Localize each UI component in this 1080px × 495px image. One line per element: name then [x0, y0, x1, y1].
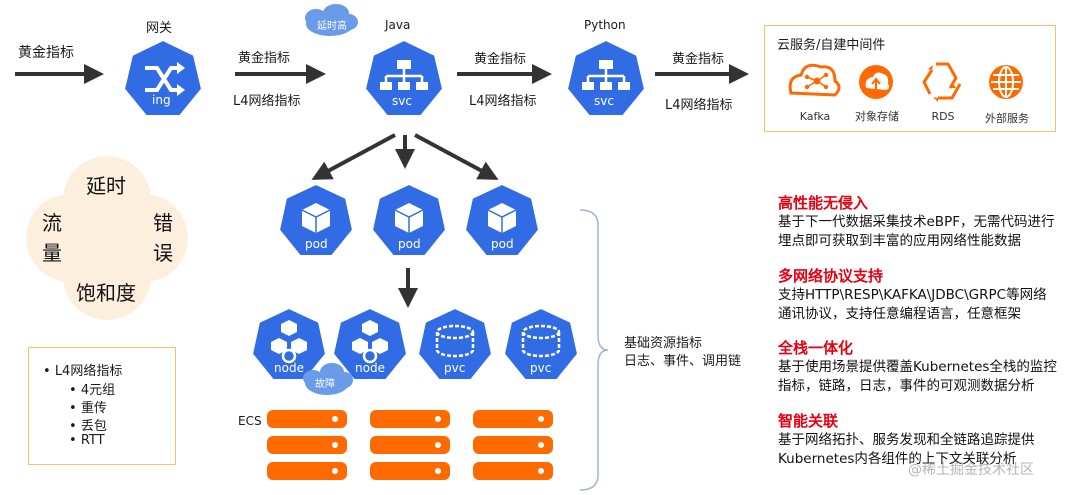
- node-icon-2: [331, 306, 409, 381]
- ecs-server-stack-1: [267, 410, 347, 480]
- object-storage-icon: [859, 65, 893, 99]
- l4-box-title: • L4网络指标: [43, 364, 123, 379]
- feature-1: 高性能无侵入 基于下一代数据采集技术eBPF，无需代码进行 埋点即可获取到丰富的…: [778, 192, 1078, 251]
- fault-badge-text: 故障: [315, 379, 335, 390]
- object-storage-label: 对象存储: [855, 110, 899, 123]
- ecs-label: ECS: [238, 414, 262, 428]
- rds-label: RDS: [931, 110, 955, 123]
- venn-traffic-1: 流: [42, 211, 62, 235]
- node-label-1: node: [274, 361, 304, 375]
- l4-item: • 重传: [69, 401, 107, 416]
- feature-desc-line2: 埋点即可获取到丰富的应用网络性能数据: [778, 233, 1021, 249]
- feature-desc-line2: 通讯协议，支持任意编程语言，任意框架: [778, 306, 1021, 322]
- python-title: Python: [584, 18, 626, 32]
- feature-title: 多网络协议支持: [778, 267, 884, 285]
- venn-diagram: [26, 156, 188, 320]
- pod-label-3: pod: [491, 237, 514, 251]
- feature-title: 高性能无侵入: [778, 194, 869, 212]
- l4-item: • 4元组: [69, 383, 116, 398]
- arrow1-top-label: 黄金指标: [238, 51, 291, 66]
- pod-icon-2: [370, 182, 448, 257]
- node-icon-1: [250, 306, 328, 381]
- pvc-label-1: pvc: [444, 361, 466, 375]
- feature-desc-line2: Kubernetes内各组件的上下文关联分析: [778, 451, 1017, 467]
- feature-desc-line1: 基于下一代数据采集技术eBPF，无需代码进行: [778, 214, 1055, 230]
- java-icon-text: svc: [392, 94, 412, 108]
- right-brace: [579, 209, 609, 491]
- pod-label-1: pod: [305, 237, 328, 251]
- gateway-ingress-icon: [122, 38, 204, 117]
- venn-latency: 延时: [86, 174, 126, 198]
- l4-item: • 丢包: [69, 419, 107, 434]
- venn-saturation: 饱和度: [76, 281, 136, 305]
- cloud-services-box: 云服务/自建中间件 Kafka 对象存储 RDS 外部服务: [764, 25, 1056, 132]
- pvc-icon-2: [502, 306, 580, 381]
- watermark: @稀土掘金技术社区: [908, 462, 1034, 478]
- pod-icon-1: [277, 182, 355, 257]
- feature-title: 智能关联: [778, 412, 839, 430]
- kafka-label: Kafka: [799, 110, 831, 123]
- ecs-server-stack-2: [370, 410, 450, 480]
- arrow-java-to-pod-right: [414, 133, 499, 180]
- venn-traffic-2: 量: [42, 241, 62, 265]
- ecs-server-stack-3: [473, 410, 553, 480]
- venn-error-2: 误: [153, 241, 173, 265]
- feature-desc-line1: 基于网络拓扑、服务发现和全链路追踪提供: [778, 432, 1035, 448]
- fault-cloud-badge: [303, 363, 353, 395]
- arrow3-top-label: 黄金指标: [672, 52, 725, 67]
- pvc-icon-1: [416, 306, 494, 381]
- brace-label-line1: 基础资源指标: [624, 336, 703, 351]
- cloud-box-title: 云服务/自建中间件: [777, 38, 886, 53]
- l4-item: • RTT: [69, 433, 105, 448]
- arrow3-bottom-label: L4网络指标: [665, 98, 733, 113]
- arrow-java-to-pod-left: [311, 133, 396, 180]
- latency-badge-text: 延时高: [317, 21, 347, 32]
- external-service-label: 外部服务: [985, 112, 1029, 125]
- feature-desc-line2: 指标，链路，日志，事件的可观测数据分析: [778, 378, 1035, 394]
- arrow2-top-label: 黄金指标: [474, 52, 527, 67]
- pod-label-2: pod: [398, 237, 421, 251]
- pvc-label-2: pvc: [530, 361, 552, 375]
- feature-4: 智能关联 基于网络拓扑、服务发现和全链路追踪提供 Kubernetes内各组件的…: [778, 410, 1078, 469]
- left-input-label: 黄金指标: [18, 45, 74, 61]
- l4-metrics-box: • L4网络指标 • 4元组 • 重传 • 丢包 • RTT: [28, 347, 176, 465]
- pod-icon-3: [463, 182, 541, 257]
- java-service-icon: [363, 38, 445, 117]
- kafka-icon: [788, 63, 841, 97]
- rds-icon: [922, 62, 962, 102]
- globe-icon: [989, 65, 1023, 99]
- gateway-icon-text: ing: [152, 93, 171, 107]
- java-title: Java: [385, 18, 411, 32]
- feature-title: 全栈一体化: [778, 339, 854, 357]
- feature-3: 全栈一体化 基于使用场景提供覆盖Kubernetes全栈的监控 指标，链路，日志…: [778, 337, 1078, 396]
- python-service-icon: [565, 38, 647, 117]
- venn-error-1: 错: [153, 211, 173, 235]
- latency-cloud-badge: [305, 4, 358, 36]
- feature-2: 多网络协议支持 支持HTTP\RESP\KAFKA\JDBC\GRPC等网络 通…: [778, 265, 1078, 324]
- feature-desc-line1: 基于使用场景提供覆盖Kubernetes全栈的监控: [778, 359, 1057, 375]
- gateway-title: 网关: [146, 21, 173, 36]
- feature-desc-line1: 支持HTTP\RESP\KAFKA\JDBC\GRPC等网络: [778, 287, 1047, 303]
- python-icon-text: svc: [594, 94, 614, 108]
- arrow2-bottom-label: L4网络指标: [469, 94, 537, 109]
- arrow1-bottom-label: L4网络指标: [233, 94, 301, 109]
- node-label-2: node: [355, 361, 385, 375]
- brace-label-line2: 日志、事件、调用链: [624, 354, 742, 369]
